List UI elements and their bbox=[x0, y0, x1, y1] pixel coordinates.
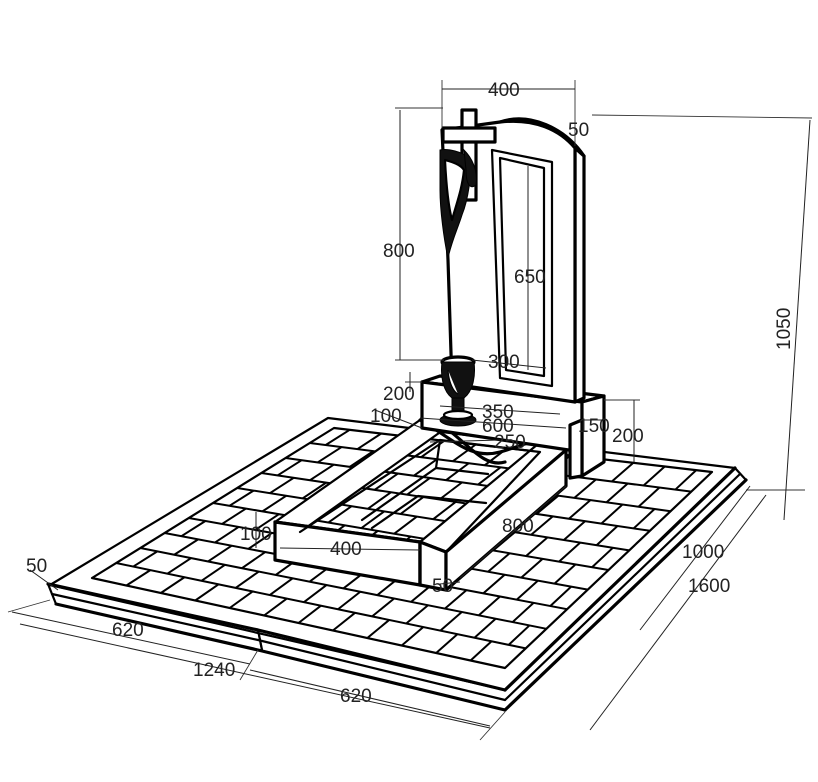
dim-panel-width: 300 bbox=[488, 352, 520, 373]
dim-flowerbed-inner-width: 400 bbox=[330, 539, 362, 560]
dim-base-width: 600 bbox=[482, 416, 514, 437]
dim-border-width-left: 50 bbox=[26, 556, 47, 577]
dim-base-side: 150 bbox=[578, 416, 610, 437]
dim-pedestal-height: 200 bbox=[612, 426, 644, 447]
dim-top-arch: 50 bbox=[568, 120, 589, 141]
dimension-lines bbox=[7, 80, 813, 741]
dim-flowerbed-side-height: 100 bbox=[240, 524, 272, 545]
vase bbox=[439, 355, 477, 427]
dim-panel-height: 650 bbox=[514, 267, 546, 288]
cross-with-cloth bbox=[439, 108, 497, 259]
dim-width-left: 620 bbox=[112, 620, 144, 641]
dim-flowerbed-length: 800 bbox=[502, 516, 534, 537]
dim-flowerbed-top: 250 bbox=[494, 432, 526, 453]
dim-base-height: 200 bbox=[383, 384, 415, 405]
dim-total-height: 1050 bbox=[774, 308, 795, 350]
dim-depth-total: 1000 bbox=[682, 542, 724, 563]
dim-width-right: 620 bbox=[340, 686, 372, 707]
dim-stele-height: 800 bbox=[383, 241, 415, 262]
dim-depth-overall: 1600 bbox=[688, 576, 730, 597]
dim-border-width: 50 bbox=[432, 576, 453, 597]
dim-gap-small: 100 bbox=[370, 406, 402, 427]
dimension-labels: 400 50 800 1050 650 300 200 350 600 150 … bbox=[26, 80, 795, 707]
dim-base-depth: 350 bbox=[482, 402, 514, 423]
dim-top-width: 400 bbox=[488, 80, 520, 101]
flower-bed bbox=[273, 418, 568, 592]
dim-width-total: 1240 bbox=[193, 660, 235, 681]
